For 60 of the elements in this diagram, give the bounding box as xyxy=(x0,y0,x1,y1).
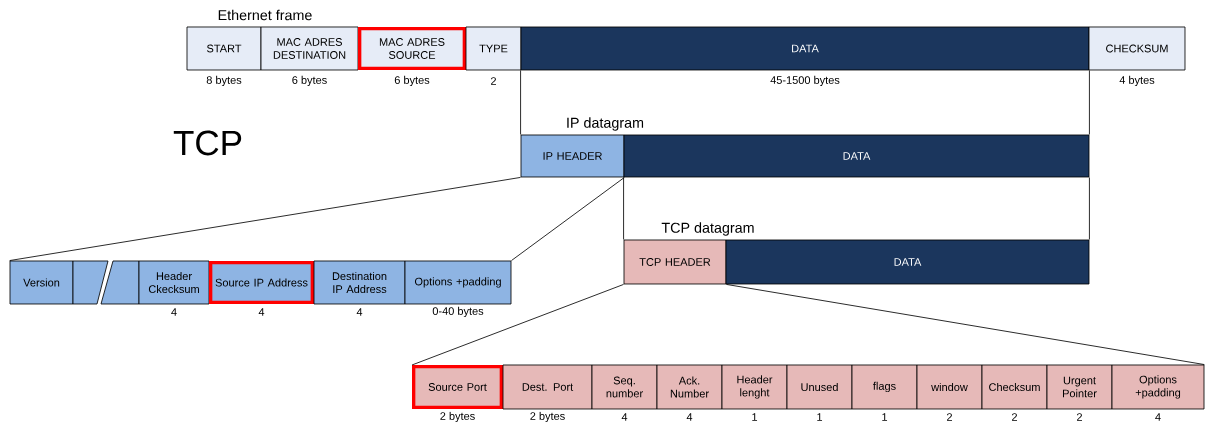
size-label: 4 xyxy=(356,308,363,316)
size-label: 2 bytes xyxy=(440,411,475,423)
field-box: window xyxy=(916,364,983,410)
field-box: IP HEADER xyxy=(520,134,625,178)
blank-field-box xyxy=(100,260,140,305)
data-box: DATA xyxy=(623,134,1090,178)
field-box: Options +padding xyxy=(1111,364,1205,410)
size-label: 1 xyxy=(817,413,823,421)
expansion-line xyxy=(511,177,625,261)
field-box: START xyxy=(186,26,262,71)
section-heading: TCP datagram xyxy=(661,222,754,236)
field-box: Dest. Port xyxy=(502,364,593,410)
expansion-line xyxy=(411,284,624,366)
blank-field-box xyxy=(72,260,109,305)
size-label: 4 bytes xyxy=(1119,75,1155,87)
size-label: 1 xyxy=(752,413,758,421)
expansion-line xyxy=(9,177,521,261)
size-label: 2 bytes xyxy=(530,411,565,423)
field-box: Urgent Pointer xyxy=(1046,364,1113,410)
expansion-line xyxy=(520,70,521,135)
field-box: MAC ADRES SOURCE xyxy=(358,27,466,70)
size-label: 4 xyxy=(1155,413,1161,421)
field-box: Ack. Number xyxy=(656,364,723,410)
field-box: Seq. number xyxy=(591,364,658,410)
expansion-line xyxy=(1089,177,1090,240)
field-box: Options +padding xyxy=(404,260,512,305)
size-label: 2 xyxy=(1012,413,1017,421)
field-box: Source Port xyxy=(412,365,503,409)
field-box: Destination IP Address xyxy=(313,260,406,305)
size-label: 2 xyxy=(947,413,952,421)
section-heading: Ethernet frame xyxy=(218,9,312,21)
expansion-line xyxy=(623,177,624,240)
size-label: 45-1500 bytes xyxy=(770,75,840,87)
size-label: 0-40 bytes xyxy=(432,306,484,318)
size-label: 2 xyxy=(1077,413,1082,421)
field-box: MAC ADRES DESTINATION xyxy=(260,26,359,71)
size-label: 1 xyxy=(882,413,888,421)
size-label: 4 xyxy=(171,308,177,316)
field-box: Unused xyxy=(786,364,853,410)
data-box: DATA xyxy=(520,26,1090,71)
size-label: 4 xyxy=(686,413,693,421)
field-box: Checksum xyxy=(981,364,1048,410)
field-box: TCP HEADER xyxy=(623,239,727,285)
expansion-line xyxy=(1089,70,1090,135)
field-box: Source IP Address xyxy=(209,261,314,304)
field-box: Version xyxy=(9,260,74,305)
size-label: 2 xyxy=(491,77,496,85)
section-heading: IP datagram xyxy=(567,117,644,131)
size-label: 4 xyxy=(621,413,628,421)
size-label: 4 xyxy=(258,308,265,316)
title: TCP xyxy=(173,130,242,156)
size-label: 8 bytes xyxy=(206,75,242,87)
data-box: DATA xyxy=(725,239,1090,285)
field-box: CHECKSUM xyxy=(1088,26,1186,71)
size-label: 6 bytes xyxy=(292,75,327,87)
size-label: 6 bytes xyxy=(394,75,430,87)
field-box: Header lenght xyxy=(721,364,788,410)
field-box: flags xyxy=(851,364,918,410)
field-box: Header Ckecksum xyxy=(138,260,210,305)
field-box: TYPE xyxy=(465,26,522,71)
